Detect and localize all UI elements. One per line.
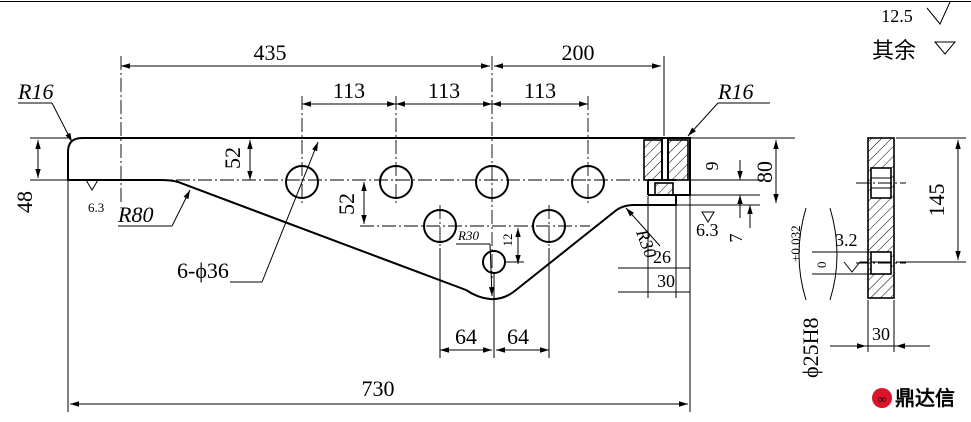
dim-64-b: 64 (507, 324, 529, 349)
dim-12: 12 (500, 234, 515, 247)
dim-48: 48 (12, 191, 37, 213)
dim-7: 7 (726, 234, 746, 243)
roughness-symbol-icon (926, 1, 951, 25)
logo-badge-glyph: ∞ (878, 392, 887, 406)
dim-64-a: 64 (455, 324, 477, 349)
roughness-symbol-icon (933, 41, 957, 55)
dim-113-a: 113 (333, 78, 365, 103)
section-hatch (643, 139, 663, 181)
roughness-symbol-icon (85, 179, 99, 191)
roughness-right: 6.3 (696, 220, 719, 240)
roughness-symbol-icon (701, 211, 715, 223)
bore-fit-nominal: ϕ25H8 (798, 318, 823, 378)
dim-26: 26 (653, 247, 671, 267)
dim-9: 9 (702, 162, 722, 171)
watermark-text: 鼎达信 (895, 386, 955, 410)
hole-label: 6-ϕ36 (177, 258, 229, 283)
general-roughness-value: 12.5 (881, 6, 913, 26)
radius-r80: R80 (117, 202, 153, 227)
roughness-bore: 3.2 (835, 230, 858, 250)
section-hatch (654, 182, 674, 196)
bore-fit-lower-dev: 0 (814, 262, 829, 269)
dim-52-lower: 52 (334, 193, 359, 215)
radius-r30-small: R30 (457, 228, 479, 243)
general-roughness: 12.5 其余 (872, 1, 957, 63)
side-view: 145 30 3.2 ϕ25H8 +0.032 0 (788, 137, 966, 378)
dim-435: 435 (254, 40, 287, 65)
watermark-logo: ∞ 鼎达信 (872, 386, 955, 410)
part-outline (67, 137, 691, 301)
roughness-left: 6.3 (88, 200, 104, 215)
hole-small (482, 250, 506, 274)
dim-52-upper: 52 (220, 147, 245, 169)
section-hatch (667, 139, 689, 181)
dim-145: 145 (924, 184, 949, 217)
logo-badge-icon (872, 388, 892, 408)
dim-200: 200 (562, 40, 595, 65)
dim-730: 730 (362, 376, 395, 401)
dim-30-a: 30 (657, 271, 675, 291)
dim-80: 80 (752, 161, 777, 183)
dim-30-b: 30 (872, 324, 890, 344)
dim-113-c: 113 (524, 78, 556, 103)
general-roughness-note: 其余 (872, 38, 916, 63)
radius-r16-left: R16 (17, 79, 53, 104)
dim-113-b: 113 (428, 78, 460, 103)
radius-r16-right: R16 (717, 79, 753, 104)
roughness-symbol-icon (843, 261, 868, 273)
